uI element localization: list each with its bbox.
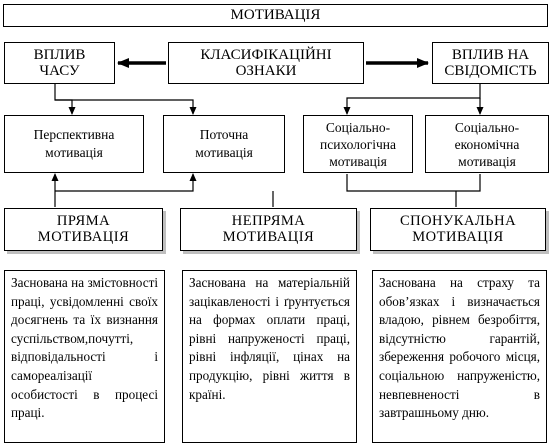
subtype-current-line2: мотивація xyxy=(195,145,253,160)
title-box: МОТИВАЦІЯ xyxy=(3,4,548,27)
subtype-social-econ-line1: Соціально- xyxy=(454,119,520,135)
type-direct: ПРЯМА МОТИВАЦІЯ xyxy=(4,208,163,251)
subtype-social-psych-line1: Соціально- xyxy=(325,119,391,135)
connector-consc-social-psych xyxy=(343,84,481,115)
time-influence-line2: ЧАСУ xyxy=(39,63,80,79)
consciousness-line1: ВПЛИВ НА xyxy=(451,46,530,63)
diagram-title: МОТИВАЦІЯ xyxy=(230,7,321,23)
classification-box: КЛАСИФІКАЦІЙНІ ОЗНАКИ xyxy=(168,42,364,84)
subtype-current: Поточна мотивація xyxy=(163,115,285,173)
connector-time-perspective xyxy=(54,84,76,115)
classification-line1: КЛАСИФІКАЦІЙНІ xyxy=(200,46,332,63)
description-direct-text: Заснована на змістовності праці, усвідом… xyxy=(11,275,158,421)
type-indirect: НЕПРЯМА МОТИВАЦІЯ xyxy=(180,208,357,251)
type-indirect-line1: НЕПРЯМА xyxy=(231,212,306,229)
type-direct-line2: МОТИВАЦІЯ xyxy=(37,228,130,245)
subtype-current-line1: Поточна xyxy=(199,127,249,142)
connector-bracket-right xyxy=(346,174,481,192)
subtype-social-psych-line3: мотивація xyxy=(329,153,387,169)
type-direct-line1: ПРЯМА xyxy=(56,212,111,229)
time-influence-line1: ВПЛИВ xyxy=(33,46,86,63)
subtype-perspective-line2: мотивація xyxy=(45,145,103,160)
consciousness-influence-box: ВПЛИВ НА СВІДОМІСТЬ xyxy=(432,42,549,84)
type-incentive-line1: СПОНУКАЛЬНА xyxy=(399,212,517,229)
type-incentive-line2: МОТИВАЦІЯ xyxy=(412,228,504,245)
type-incentive: СПОНУКАЛЬНА МОТИВАЦІЯ xyxy=(370,208,546,251)
connector-bracket-left xyxy=(55,173,197,192)
connector-time-current xyxy=(55,99,197,115)
classification-line2: ОЗНАКИ xyxy=(235,63,297,79)
consciousness-line2: СВІДОМІСТЬ xyxy=(444,63,537,79)
description-incentive: Заснована на страху та обов’язках і визн… xyxy=(372,270,547,443)
subtype-social-econ-line3: мотивація xyxy=(458,153,516,169)
subtype-perspective-line1: Перспективна xyxy=(33,127,115,142)
subtype-social-econ-line2: економічна xyxy=(454,136,520,152)
description-indirect-text: Заснована на матеріальній зацікавленості… xyxy=(189,275,350,402)
subtype-social-economic: Соціально- економічна мотивація xyxy=(425,115,549,173)
subtype-social-psych-line2: психологічна xyxy=(319,136,397,152)
description-indirect: Заснована на матеріальній зацікавленості… xyxy=(182,270,357,443)
subtype-perspective: Перспективна мотивація xyxy=(4,115,144,173)
description-direct: Заснована на змістовності праці, усвідом… xyxy=(4,270,165,443)
subtype-social-psychological: Соціально- психологічна мотивація xyxy=(303,115,413,173)
description-incentive-text: Заснована на страху та обов’язках і визн… xyxy=(379,275,540,421)
type-indirect-line2: МОТИВАЦІЯ xyxy=(222,228,315,245)
time-influence-box: ВПЛИВ ЧАСУ xyxy=(4,42,115,84)
